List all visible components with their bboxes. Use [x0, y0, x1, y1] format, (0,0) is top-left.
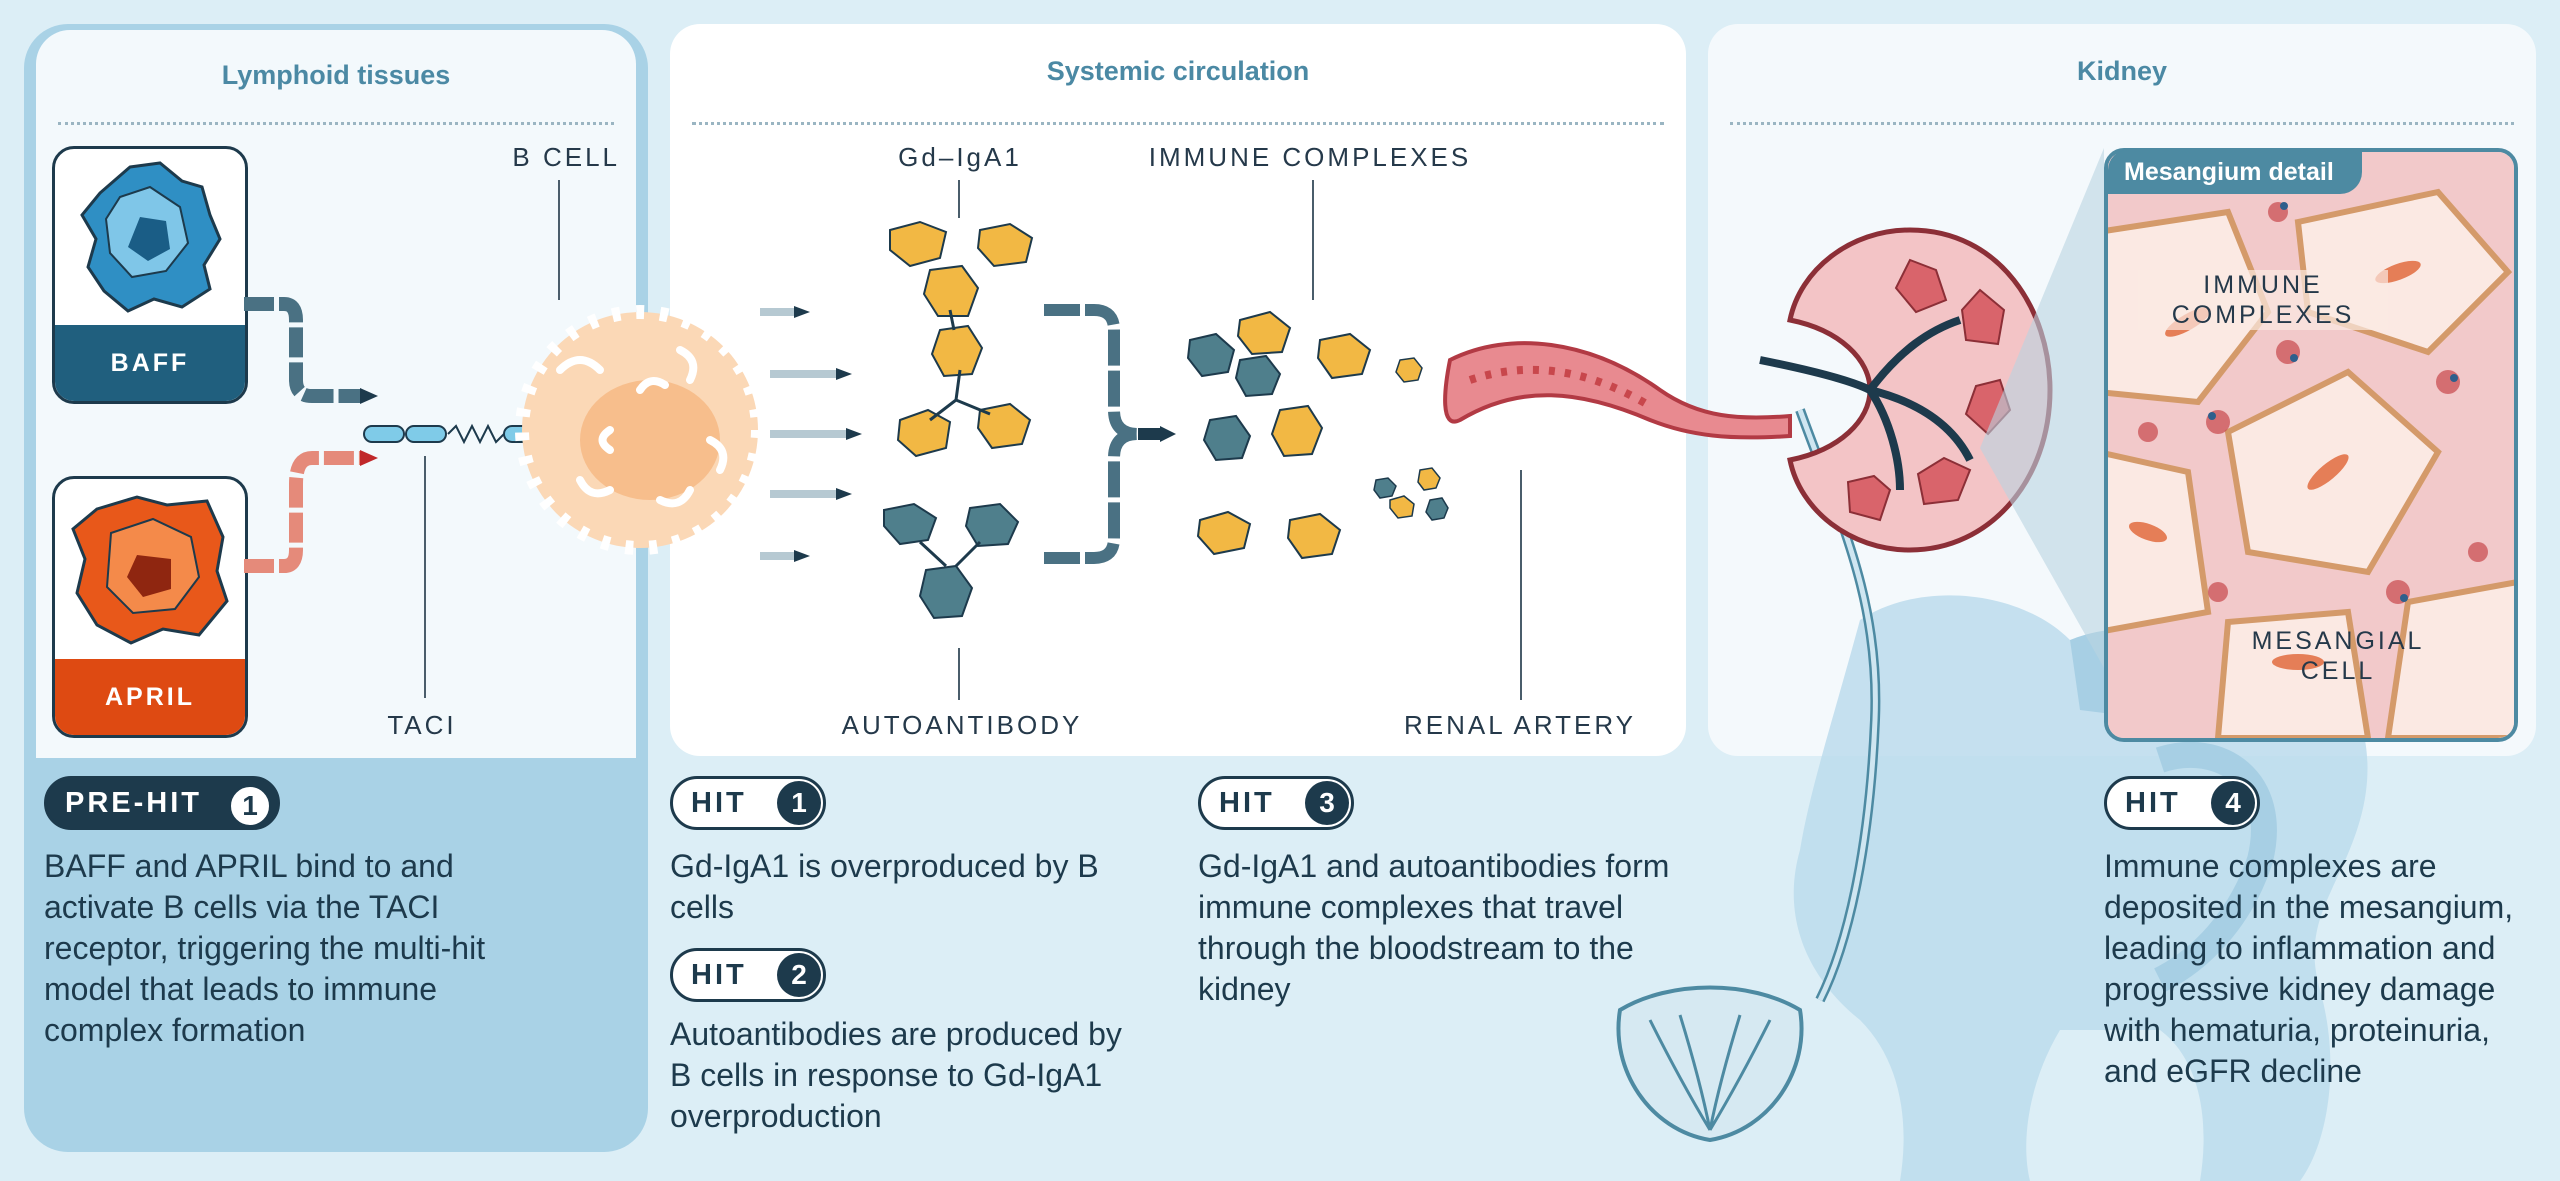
april-label: APRIL	[55, 659, 245, 735]
divider-systemic	[692, 122, 1664, 125]
section-title-systemic: Systemic circulation	[1046, 56, 1310, 86]
mesangium-detail-panel: IMMUNE COMPLEXES MESANGIAL CELL	[2104, 148, 2518, 742]
hit-2-word: HIT	[691, 958, 747, 991]
baff-card: BAFF	[52, 146, 248, 404]
hit-3-badge: HIT 3	[1198, 776, 1354, 830]
hit-3-number: 3	[1305, 781, 1349, 825]
b-cell-label: B CELL	[512, 142, 620, 172]
hit-3-description: Gd-IgA1 and autoantibodies form immune c…	[1198, 848, 1670, 1007]
baff-label: BAFF	[55, 325, 245, 401]
merge-bracket-arrow	[1044, 304, 1176, 564]
pre-hit-word: PRE-HIT	[65, 786, 202, 819]
renal-artery-leader	[1520, 470, 1522, 700]
hit-3-word: HIT	[1219, 786, 1275, 819]
section-title-lymphoid: Lymphoid tissues	[221, 60, 451, 90]
magnify-wedge	[1980, 148, 2104, 668]
secretion-arrows	[760, 306, 862, 562]
mesangial-cell-label: MESANGIAL CELL	[2251, 627, 2425, 685]
mesangium-detail-tag: Mesangium detail	[2108, 150, 2362, 194]
taci-label: TACI	[387, 710, 457, 740]
hit-2-badge: HIT 2	[670, 948, 826, 1002]
hit-1-word: HIT	[691, 786, 747, 819]
hit-1-number: 1	[777, 781, 821, 825]
pre-hit-description: BAFF and APRIL bind to and activate B ce…	[44, 848, 486, 1048]
april-card: APRIL	[52, 476, 248, 738]
hit-2-number: 2	[777, 953, 821, 997]
bladder-icon	[1616, 985, 1804, 1143]
pre-hit-number: 1	[229, 785, 271, 827]
b-cell-leader	[558, 180, 560, 300]
gd-iga1-antibody-icon	[889, 220, 1034, 458]
taci-leader	[424, 456, 426, 698]
immune-complexes-leader	[1312, 180, 1314, 300]
renal-artery-label: RENAL ARTERY	[1403, 710, 1637, 740]
kidney-icon	[1759, 227, 2053, 553]
autoantibody-icon	[883, 502, 1020, 620]
renal-artery-icon	[1373, 341, 1792, 521]
gd-iga1-label: Gd–IgA1	[898, 142, 1022, 172]
baff-protein-icon	[80, 161, 222, 313]
hit-1-badge: HIT 1	[670, 776, 826, 830]
april-protein-icon	[71, 495, 229, 645]
gd-iga1-leader	[958, 180, 960, 218]
immune-complex-icon	[1186, 310, 1372, 560]
hit-4-badge: HIT 4	[2104, 776, 2260, 830]
hit-4-number: 4	[2211, 781, 2255, 825]
mesangium-tissue-icon	[2108, 152, 2514, 738]
section-title-kidney: Kidney	[2076, 56, 2168, 86]
hit-2-description: Autoantibodies are produced by B cells i…	[670, 1016, 1122, 1134]
hit-4-description: Immune complexes are deposited in the me…	[2104, 848, 2514, 1089]
immune-complexes-label: IMMUNE COMPLEXES	[1148, 142, 1472, 172]
autoantibody-label: AUTOANTIBODY	[841, 710, 1083, 740]
divider-lymphoid	[58, 122, 614, 125]
hit-4-word: HIT	[2125, 786, 2181, 819]
hit-1-description: Gd-IgA1 is overproduced by B cells	[670, 848, 1099, 925]
pre-hit-badge: PRE-HIT 1	[44, 776, 280, 830]
mesangium-immune-complexes-label: IMMUNE COMPLEXES	[2138, 270, 2388, 330]
divider-kidney	[1730, 122, 2514, 125]
b-cell-icon	[515, 305, 765, 555]
autoantibody-leader	[958, 648, 960, 700]
